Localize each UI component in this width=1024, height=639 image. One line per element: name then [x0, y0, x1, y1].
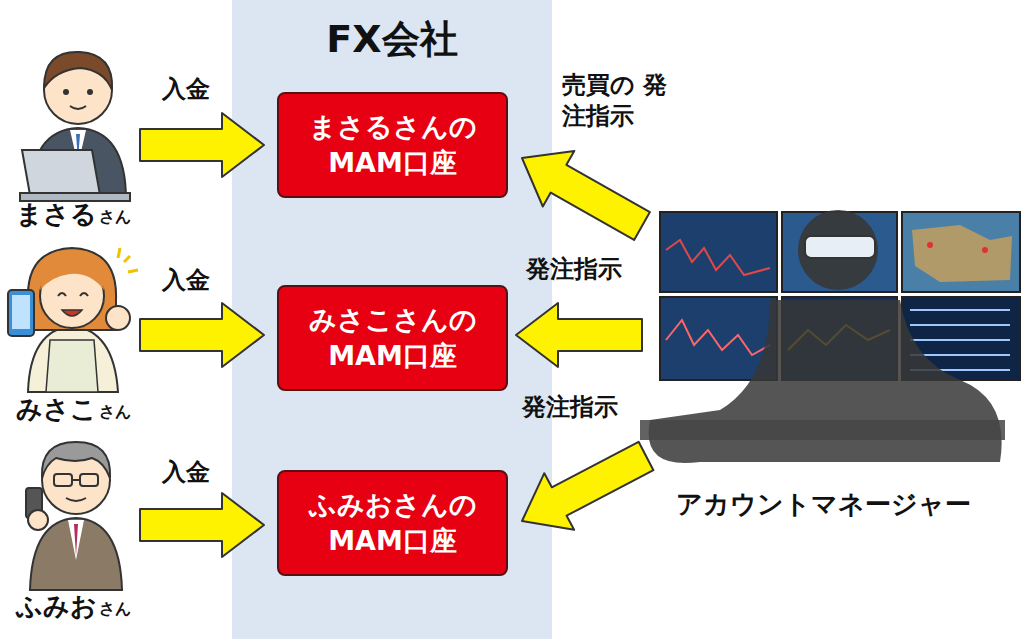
company-band-fill	[232, 0, 552, 639]
person-name: ふみお	[16, 590, 97, 624]
deposit-label: 入金	[162, 457, 210, 488]
box-label: ふみおさんの MAM口座	[287, 487, 498, 560]
honorific: さん	[99, 207, 131, 228]
role-label: アカウントマネージャー	[676, 488, 971, 522]
account-box: まさるさんの MAM口座	[277, 92, 508, 198]
account-box: みさこさんの MAM口座	[277, 285, 508, 391]
yellow-arrow	[516, 303, 642, 367]
misako-figure	[8, 248, 138, 392]
person-name: まさる	[16, 198, 97, 232]
honorific: さん	[99, 402, 131, 423]
fumio-figure	[26, 442, 122, 590]
company-band: FX会社まさるさんの MAM口座みさこさんの MAM口座ふみおさんの MAM口座	[232, 0, 552, 639]
order-label: 発注指示	[522, 392, 618, 423]
account-box: ふみおさんの MAM口座	[277, 470, 508, 576]
yellow-arrow	[140, 493, 264, 557]
honorific: さん	[99, 599, 131, 620]
deposit-label: 入金	[162, 74, 210, 105]
order-label: 発注指示	[526, 254, 622, 285]
deposit-label: 入金	[162, 265, 210, 296]
account-manager-illustration	[640, 210, 1020, 463]
yellow-arrow	[140, 113, 264, 177]
masaru-figure	[20, 52, 130, 201]
order-label: 売買の 発注指示	[562, 70, 686, 132]
yellow-arrow	[140, 303, 264, 367]
box-label: まさるさんの MAM口座	[287, 109, 498, 182]
person-name: みさこ	[16, 393, 97, 427]
box-label: みさこさんの MAM口座	[287, 302, 498, 375]
band-title: FX会社	[232, 14, 552, 65]
yellow-arrow	[522, 151, 650, 240]
yellow-arrow	[522, 442, 653, 530]
